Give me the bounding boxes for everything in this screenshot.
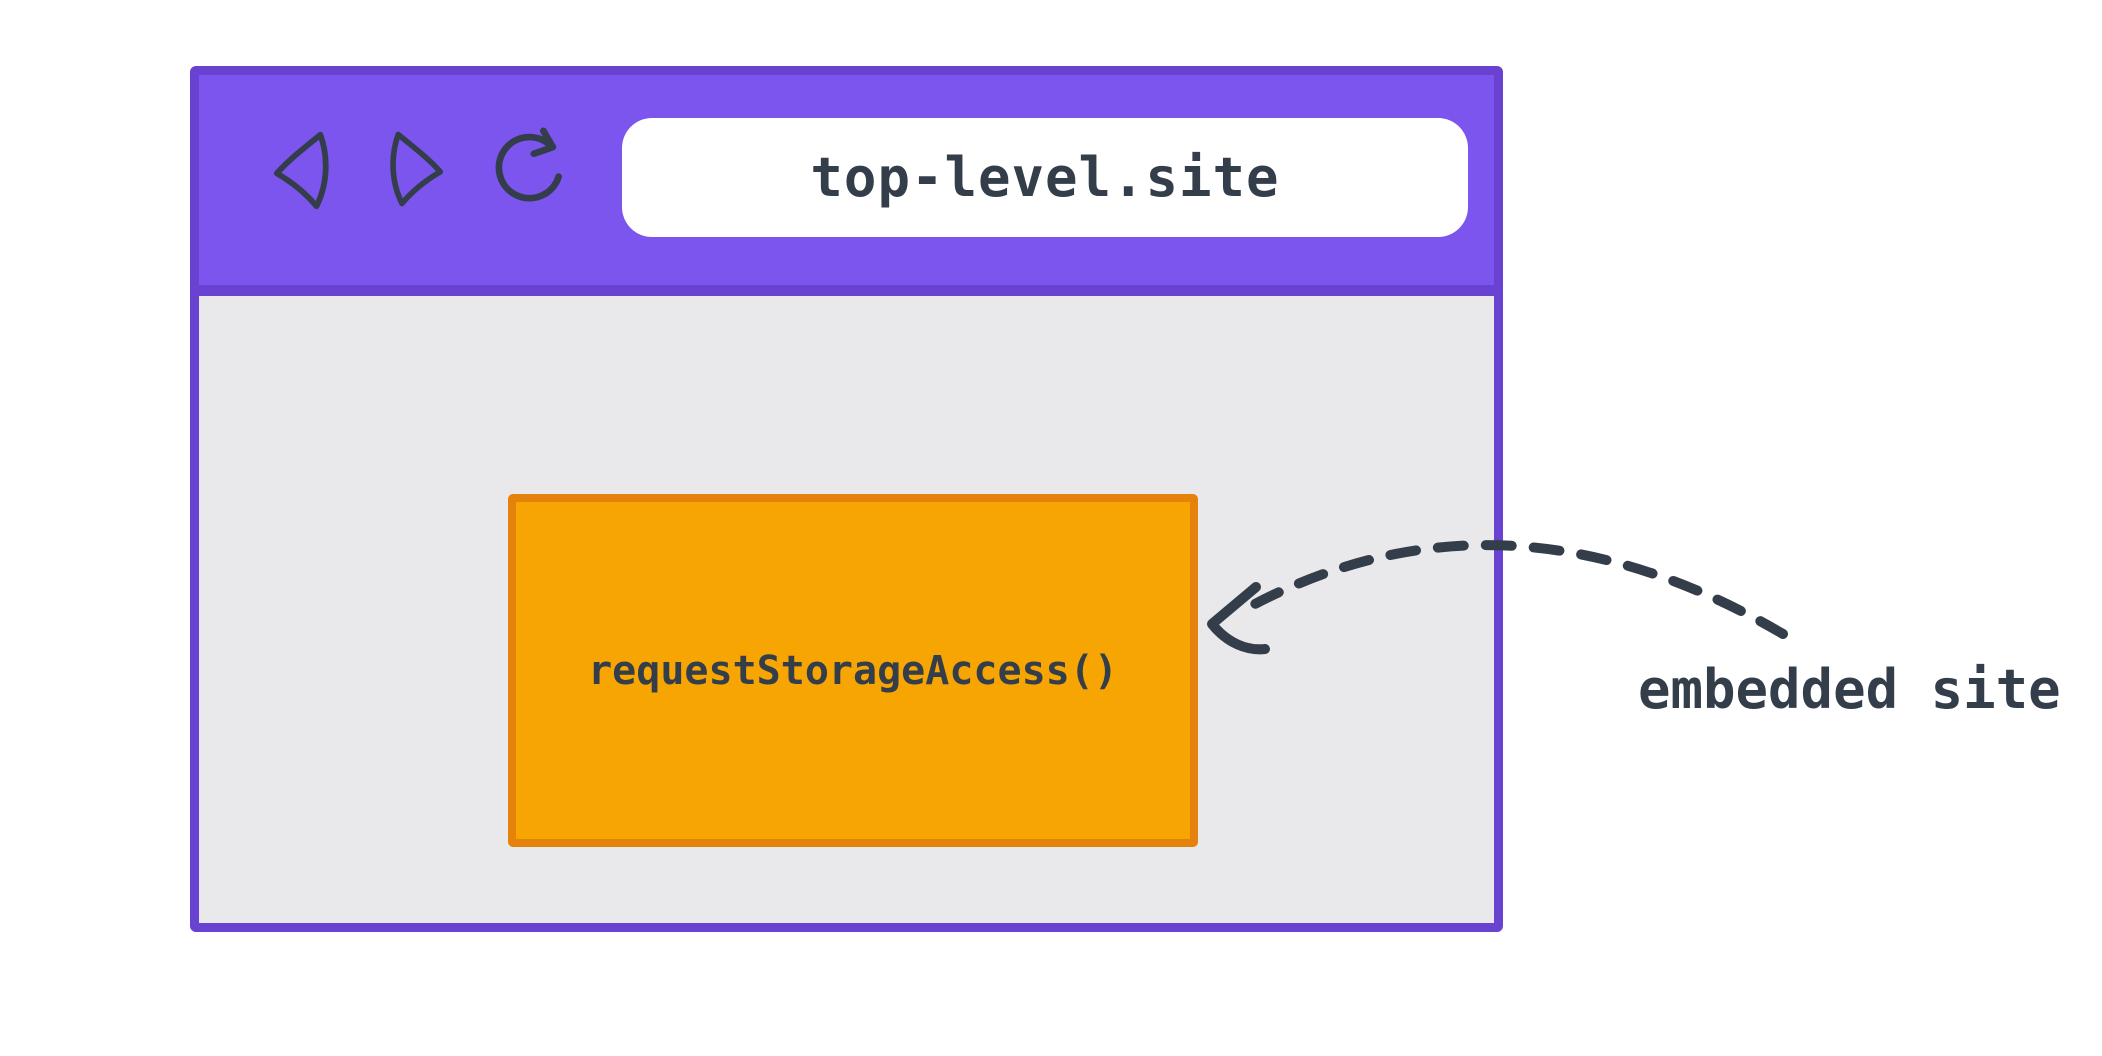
browser-window: top-level.site requestStorageAccess() <box>190 66 1503 932</box>
browser-toolbar: top-level.site <box>199 75 1494 296</box>
forward-icon <box>390 131 444 207</box>
embedded-frame-api-label: requestStorageAccess() <box>588 647 1118 694</box>
nav-button-group <box>273 127 572 211</box>
reload-icon <box>495 127 562 202</box>
address-bar[interactable]: top-level.site <box>622 118 1468 237</box>
address-bar-url: top-level.site <box>810 146 1280 209</box>
reload-button[interactable] <box>488 127 572 211</box>
page-content: requestStorageAccess() <box>199 296 1494 923</box>
back-icon <box>273 131 329 210</box>
forward-button[interactable] <box>388 127 444 211</box>
embedded-frame[interactable]: requestStorageAccess() <box>508 494 1198 847</box>
back-button[interactable] <box>273 127 331 211</box>
annotation-label: embedded site <box>1638 658 2061 721</box>
